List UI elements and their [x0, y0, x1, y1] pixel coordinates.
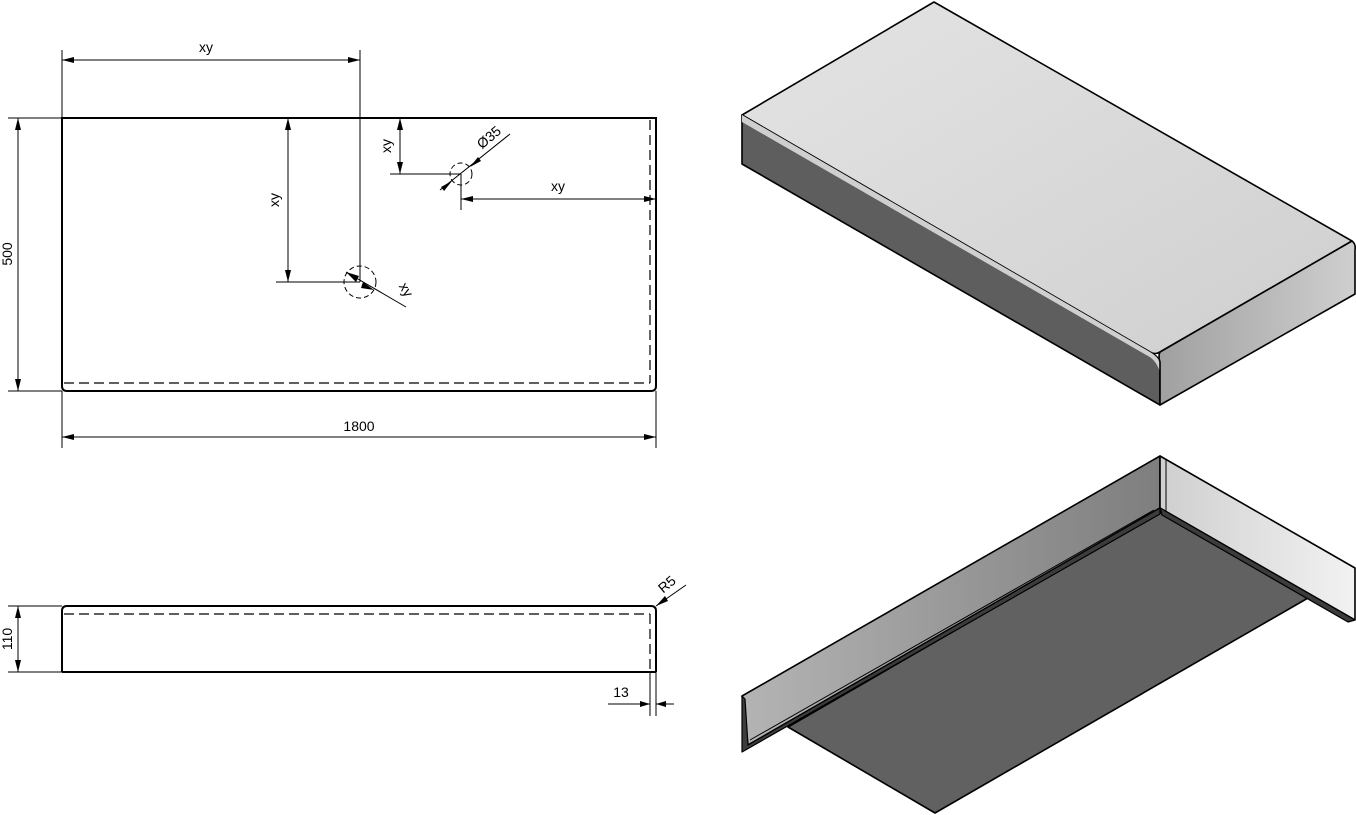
tap-y-arrow-top: [397, 118, 403, 130]
isometric-bottom-view: [741, 455, 1356, 814]
thickness-arrow-right: [656, 701, 666, 707]
sink-hole-arrow-1: [346, 272, 359, 282]
tap-hole-diameter-label: Ø35: [474, 122, 505, 151]
width-dimension-label: 1800: [343, 418, 374, 434]
height-dimension-label: 110: [0, 628, 15, 651]
iso-side-face: [1158, 240, 1356, 406]
thickness-arrow-left: [640, 701, 650, 707]
isometric-top-view: [741, 1, 1356, 406]
sink-y-dimension-label: xy: [266, 193, 282, 207]
sink-x-dimension-label: xy: [199, 39, 213, 55]
side-view-outline: [61, 605, 657, 672]
tap-x-arrow-right: [644, 196, 656, 202]
width-arrow-left: [62, 434, 74, 440]
depth-dimension-label: 500: [0, 242, 15, 266]
tap-x-arrow-left: [461, 196, 473, 202]
width-arrow-right: [644, 434, 656, 440]
iso-front-edge-highlight: [742, 115, 1160, 372]
tap-hole-arrow-1: [441, 181, 452, 191]
depth-arrow-bottom: [15, 379, 21, 391]
iso-long-wall-inner-edge: [749, 509, 1155, 741]
tap-y-dimension-label: xy: [378, 139, 394, 153]
sink-hole-arrow-2: [361, 282, 374, 290]
height-arrow-bottom: [15, 660, 21, 672]
sink-hole-diameter-label: xy: [396, 279, 417, 299]
radius-arrow: [656, 596, 668, 606]
height-arrow-top: [15, 606, 21, 618]
top-view: 500 1800 xy xy xy Ø35: [0, 39, 657, 448]
top-view-outline: [61, 117, 657, 392]
sink-hole: [343, 265, 377, 299]
sink-y-arrow-top: [285, 118, 291, 130]
depth-arrow-top: [15, 118, 21, 130]
side-view: 110 R5 13: [0, 572, 687, 716]
sink-x-arrow-right: [348, 57, 360, 63]
sink-x-arrow-left: [62, 57, 74, 63]
sink-y-arrow-bottom: [285, 270, 291, 282]
thickness-dimension-label: 13: [613, 684, 629, 700]
iso-end-panel-lip: [1159, 507, 1356, 623]
tap-x-dimension-label: xy: [551, 178, 565, 194]
tap-y-arrow-bottom: [397, 162, 403, 174]
tap-hole-arrow-2: [470, 157, 481, 167]
